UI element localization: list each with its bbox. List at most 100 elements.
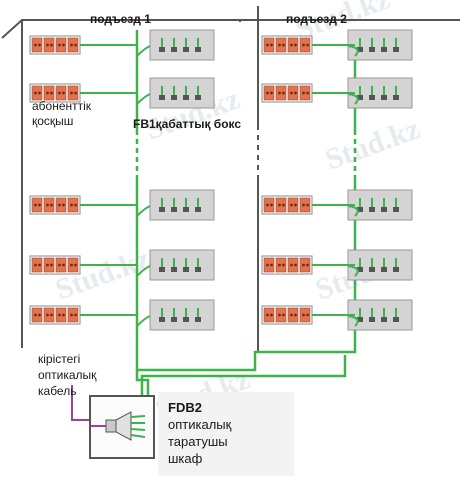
socket-pin [270,203,273,207]
box-feed-fiber [347,93,359,105]
socket-pin [282,91,285,95]
socket-pin [70,263,73,267]
socket [275,307,287,323]
socket [55,37,67,53]
socket-pin [302,91,305,95]
socket-pin [290,313,293,317]
socket-pin [278,313,281,317]
box-port [195,47,201,52]
socket-pin [278,203,281,207]
socket-pin [38,203,41,207]
socket-pin [270,91,273,95]
watermark-text: Stud.kz [321,112,424,176]
box-port [195,317,201,322]
floor-box-label: FB1қабаттық бокс [133,117,242,131]
socket-pin [302,203,305,207]
socket-pin [306,313,309,317]
socket-pin [290,203,293,207]
socket-pin [50,263,53,267]
box-port [183,95,189,100]
box-feed-fiber [347,205,359,217]
box-port [171,207,177,212]
socket-pin [302,43,305,47]
floor-box [347,77,413,109]
socket [31,257,43,273]
box-port [195,95,201,100]
socket [43,197,55,213]
socket-pin [282,203,285,207]
floor-box [149,29,215,61]
socket [43,37,55,53]
socket-pin [306,203,309,207]
socket-pin [70,91,73,95]
input-cable-label-line2: оптикалық [38,368,97,382]
box-port [183,317,189,322]
socket-pin [58,263,61,267]
socket [287,197,299,213]
socket-pin [266,43,269,47]
socket-pin [294,91,297,95]
box-feed-fiber [347,265,359,277]
socket-pin [270,313,273,317]
subscriber-device-label-line1: абоненттік [32,99,92,113]
box-port [369,207,375,212]
socket [67,307,79,323]
socket-pin [62,43,65,47]
socket-pin [58,313,61,317]
socket-pin [70,203,73,207]
box-feed-fiber [347,315,359,327]
box-feed-fiber [136,93,151,105]
socket [287,37,299,53]
box-port [183,267,189,272]
socket-pin [266,91,269,95]
socket-pin [38,43,41,47]
socket [43,307,55,323]
splitter-icon [91,411,146,441]
box-port [357,207,363,212]
floor-box [347,299,413,331]
box-port [159,95,165,100]
box-feed-fiber [136,205,151,217]
socket [67,37,79,53]
box-port [159,47,165,52]
socket-pin [34,203,37,207]
socket-pin [34,313,37,317]
socket-pin [294,263,297,267]
socket-pin [302,263,305,267]
box-port [381,207,387,212]
socket-pin [34,91,37,95]
box-port [393,207,399,212]
box-port [369,267,375,272]
fdb-cabinet [89,395,155,459]
socket-pin [70,43,73,47]
floor-box [149,189,215,221]
box-port [381,95,387,100]
socket [275,257,287,273]
socket-pin [266,263,269,267]
socket-pin [58,91,61,95]
box-port [357,95,363,100]
box-port [159,207,165,212]
building-roof [1,6,259,39]
socket-pin [282,263,285,267]
fdb-label-line2: таратушы [168,434,228,449]
socket-pin [50,91,53,95]
socket-pin [46,43,49,47]
socket-pin [50,203,53,207]
fdb-name-label: FDB2 [168,400,202,415]
box-port [393,267,399,272]
socket [55,85,67,101]
socket-pin [38,91,41,95]
socket-pin [70,313,73,317]
socket [67,197,79,213]
socket [275,85,287,101]
socket-pin [278,91,281,95]
floor-box [347,29,413,61]
box-port [183,47,189,52]
box-port [195,207,201,212]
box-port [159,267,165,272]
box-feed-fiber [347,45,359,57]
socket [55,197,67,213]
floor-box [347,189,413,221]
socket-pin [290,43,293,47]
